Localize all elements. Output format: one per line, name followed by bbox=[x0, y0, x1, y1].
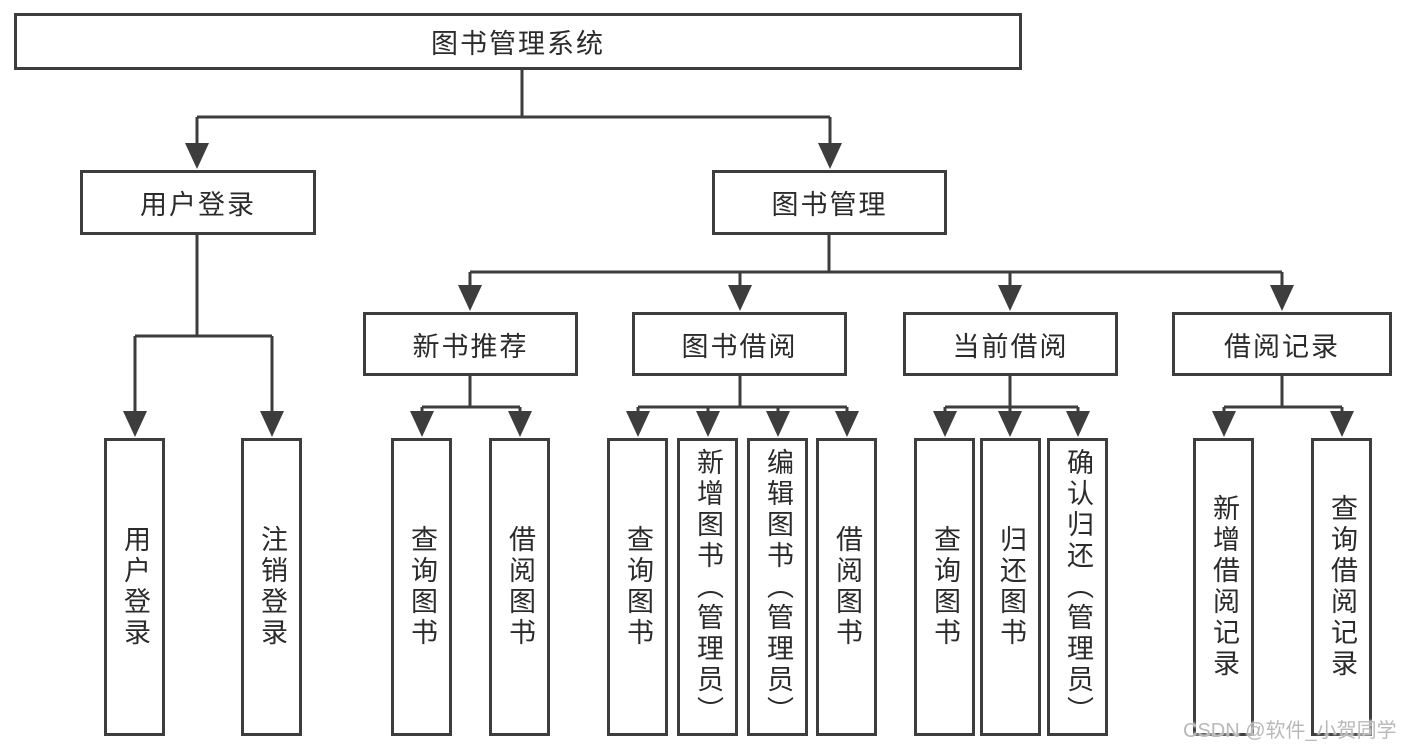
node-label: 图书管理 bbox=[771, 190, 888, 220]
node-label: 归还图书 bbox=[996, 525, 1027, 649]
leaf-borrowing-borrow-book: 借阅图书 bbox=[816, 438, 877, 736]
node-label: 新增借阅记录 bbox=[1209, 494, 1240, 680]
leaf-current-query-book: 查询图书 bbox=[914, 438, 975, 736]
node-book-borrowing: 图书借阅 bbox=[632, 312, 847, 376]
node-label: 借阅图书 bbox=[832, 525, 863, 649]
watermark: CSDN @软件_小贺同学 bbox=[1183, 720, 1397, 742]
leaf-current-confirm-return-admin: 确认归还（管理员） bbox=[1047, 438, 1108, 736]
node-label: 用户登录 bbox=[140, 190, 256, 220]
leaf-borrowing-add-book-admin: 新增图书（管理员） bbox=[677, 438, 738, 736]
leaf-user-login: 用户登录 bbox=[104, 438, 165, 736]
node-label: 查询图书 bbox=[623, 525, 654, 649]
arrowheads bbox=[123, 143, 1354, 437]
leaf-borrowing-edit-book-admin: 编辑图书（管理员） bbox=[747, 438, 808, 736]
node-label: 编辑图书（管理员） bbox=[763, 447, 794, 727]
node-book-management: 图书管理 bbox=[712, 170, 947, 235]
node-current-borrowing: 当前借阅 bbox=[903, 312, 1118, 376]
node-label: 查询借阅记录 bbox=[1327, 494, 1358, 680]
node-borrowing-records: 借阅记录 bbox=[1172, 312, 1392, 376]
leaf-records-add-record: 新增借阅记录 bbox=[1193, 438, 1254, 736]
node-label: 借阅图书 bbox=[505, 525, 536, 649]
node-label: 查询图书 bbox=[407, 525, 438, 649]
node-root: 图书管理系统 bbox=[14, 13, 1022, 70]
node-label: 确认归还（管理员） bbox=[1063, 447, 1094, 727]
node-label: 图书管理系统 bbox=[431, 29, 605, 59]
leaf-records-query-record: 查询借阅记录 bbox=[1311, 438, 1372, 736]
node-new-book-recommend: 新书推荐 bbox=[363, 312, 578, 376]
node-label: 新书推荐 bbox=[412, 331, 529, 362]
leaf-recommend-borrow-book: 借阅图书 bbox=[489, 438, 550, 736]
leaf-borrowing-query-book: 查询图书 bbox=[607, 438, 668, 736]
node-label: 图书借阅 bbox=[681, 331, 798, 362]
leaf-current-return-book: 归还图书 bbox=[980, 438, 1041, 736]
node-label: 注销登录 bbox=[257, 525, 288, 649]
node-user-login: 用户登录 bbox=[80, 170, 316, 235]
node-label: 借阅记录 bbox=[1224, 331, 1340, 362]
leaf-recommend-query-book: 查询图书 bbox=[391, 438, 452, 736]
node-label: 当前借阅 bbox=[952, 331, 1069, 362]
node-label: 用户登录 bbox=[120, 525, 151, 649]
leaf-logout: 注销登录 bbox=[241, 438, 302, 736]
node-label: 查询图书 bbox=[930, 525, 961, 649]
node-label: 新增图书（管理员） bbox=[693, 447, 724, 727]
